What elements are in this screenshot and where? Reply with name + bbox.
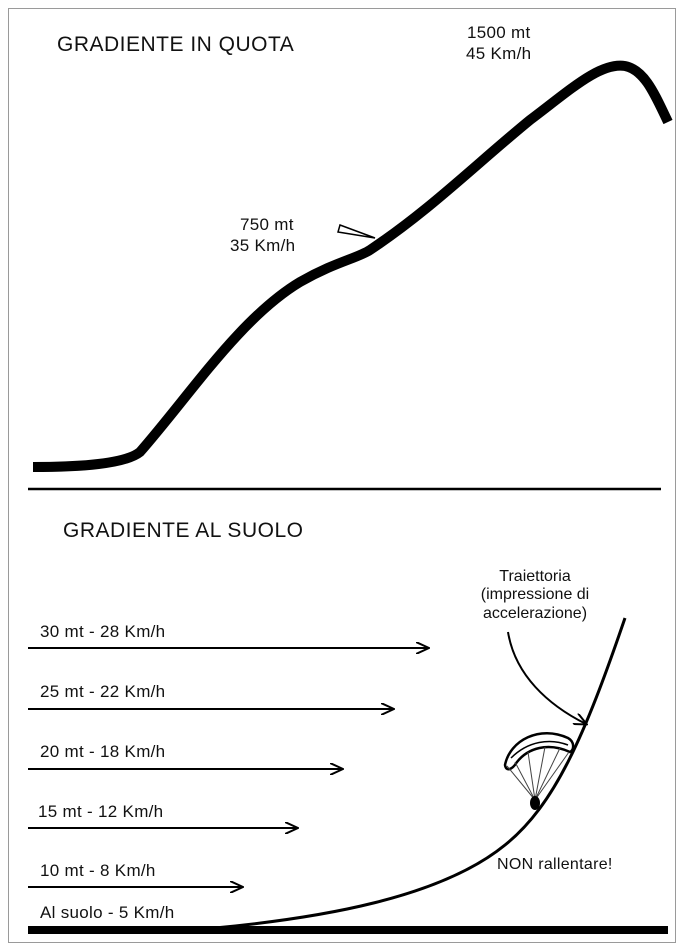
top-section-title: GRADIENTE IN QUOTA [57,33,295,56]
mid-altitude-label: 750 mt [240,215,294,234]
warning-label: NON rallentare! [497,856,613,873]
altitude-gradient-curve [32,60,673,472]
paraglider-icon [503,732,575,810]
trajectory-note-line: Traiettoria [499,568,571,585]
wind-level-label: 30 mt - 28 Km/h [40,622,166,641]
wind-level-label: 25 mt - 22 Km/h [40,682,166,701]
trajectory-note-line: accelerazione) [482,604,588,622]
wind-level-label: Al suolo - 5 Km/h [40,903,175,922]
wind-level-label: 10 mt - 8 Km/h [40,861,156,880]
wind-level-label: 20 mt - 18 Km/h [40,742,166,761]
mid-altitude-pointer [337,224,376,239]
trajectory-pointer-arrow [507,631,586,724]
trajectory-curve [214,617,627,930]
trajectory-note: Traiettoria (impressione di accelerazion… [430,568,640,623]
diagram-frame [8,8,676,943]
peak-altitude-label: 1500 mt [467,23,531,42]
peak-speed-label: 45 Km/h [466,44,532,63]
wind-level-label: 15 mt - 12 Km/h [38,802,164,821]
trajectory-note-line: (impressione di [480,586,590,604]
mid-speed-label: 35 Km/h [230,236,296,255]
bottom-section-title: GRADIENTE AL SUOLO [63,519,304,542]
ground-line [28,926,668,934]
